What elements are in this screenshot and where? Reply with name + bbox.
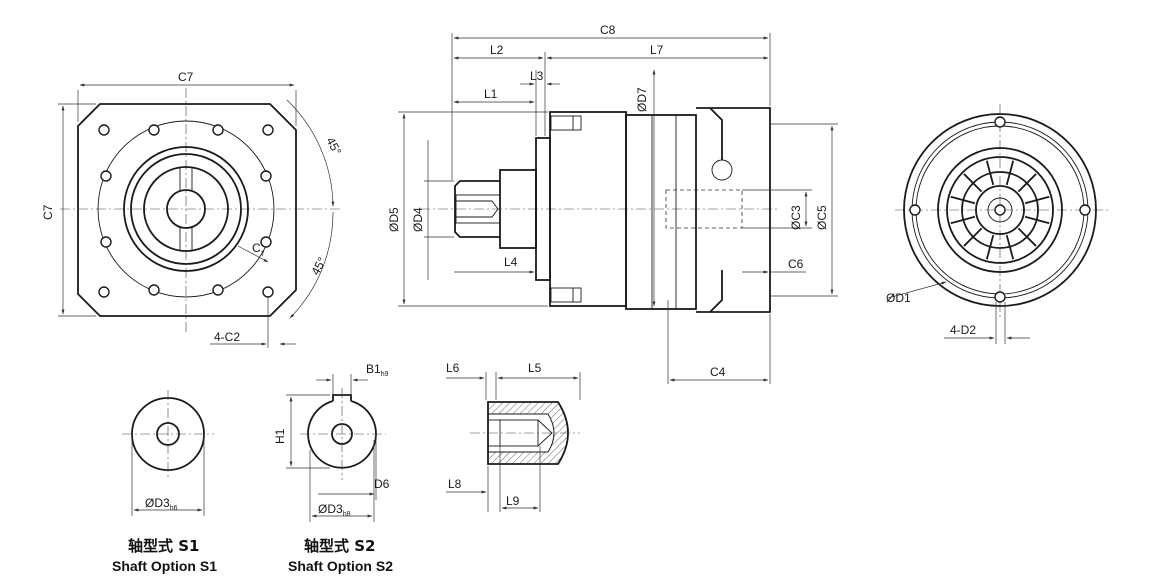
l7-label: L7 [650,43,664,57]
spoke-line [950,195,976,205]
s2-d3-label: ØD3h8 [318,502,351,518]
l3-label: L3 [530,69,544,83]
section-hatch [487,401,569,465]
bore-ring [143,166,229,252]
spoke-line [1017,173,1037,193]
chamfer-label: C7 [252,241,265,258]
l2-label: L2 [490,43,504,57]
c4-label: C4 [710,365,726,379]
angle-top-label: 45° [323,135,344,158]
front-height-label: C7 [41,204,55,220]
shaft-tapped-hole-section: L6 L5 L8 L9 [446,361,581,512]
d7-label: ØD7 [635,87,649,112]
output-shaft [454,180,500,238]
s2-caption-en: Shaft Option S2 [288,558,393,574]
rear-holes-label: 4-D2 [950,323,976,337]
c8-label: C8 [600,23,616,37]
rear-spokes [950,160,1050,260]
d4-label: ØD4 [411,207,425,232]
spoke-line [963,227,983,247]
shaft-s2-view: B1h9 H1 D6 ØD3h8 轴型式 S2 Shaft Option S2 [273,362,393,574]
d1-label: ØD1 [886,291,911,305]
spoke-line [1005,160,1015,186]
l8-label: L8 [448,477,462,491]
gear-housing [625,114,697,310]
front-view: C7 C7 45° 45° C7 4-C2 [41,70,344,348]
spoke-line [1017,227,1037,247]
c5-label: ØC5 [815,205,829,230]
pilot-inner-ring [130,153,242,265]
spoke-line [1005,234,1015,260]
side-view: C8 L2 L7 L3 L1 ØD7 ØD5 ØD4 L4 ØC3 [387,23,838,384]
spoke-line [1024,215,1050,225]
s2-b1-label: B1h9 [366,362,389,378]
front-width-label: C7 [178,70,194,84]
l9-label: L9 [506,494,520,508]
spoke-line [950,215,976,225]
pilot-outer-ring [123,146,249,272]
l5-label: L5 [528,361,542,375]
rear-flange-outer [903,113,1097,307]
front-holes-label: 4-C2 [214,330,240,344]
bolt-circle [97,120,275,298]
spoke-line [963,173,983,193]
shaft-end [166,189,206,229]
motor-adapter [696,107,771,313]
s2-h1-label: H1 [273,428,287,444]
rear-view: ØD1 4-D2 [886,104,1110,344]
s1-caption-en: Shaft Option S1 [112,558,217,574]
rear-bolt-holes [909,116,1091,303]
l4-label: L4 [504,255,518,269]
spoke-line [985,234,995,260]
s2-caption-cn: 轴型式 S2 [304,537,375,555]
spoke-line [985,160,995,186]
s1-d3-label: ØD3h6 [145,496,178,512]
s1-caption-cn: 轴型式 S1 [128,537,199,555]
c6-label: C6 [788,257,804,271]
square-flange-outline [77,103,297,317]
shaft-s1-view: ØD3h6 轴型式 S1 Shaft Option S1 [112,390,217,574]
spoke-line [1024,195,1050,205]
s2-d6-label: D6 [374,477,390,491]
l1-label: L1 [484,87,498,101]
bolt-holes [98,124,274,298]
d5-label: ØD5 [387,207,401,232]
c3-label: ØC3 [789,205,803,230]
l6-label: L6 [446,361,460,375]
